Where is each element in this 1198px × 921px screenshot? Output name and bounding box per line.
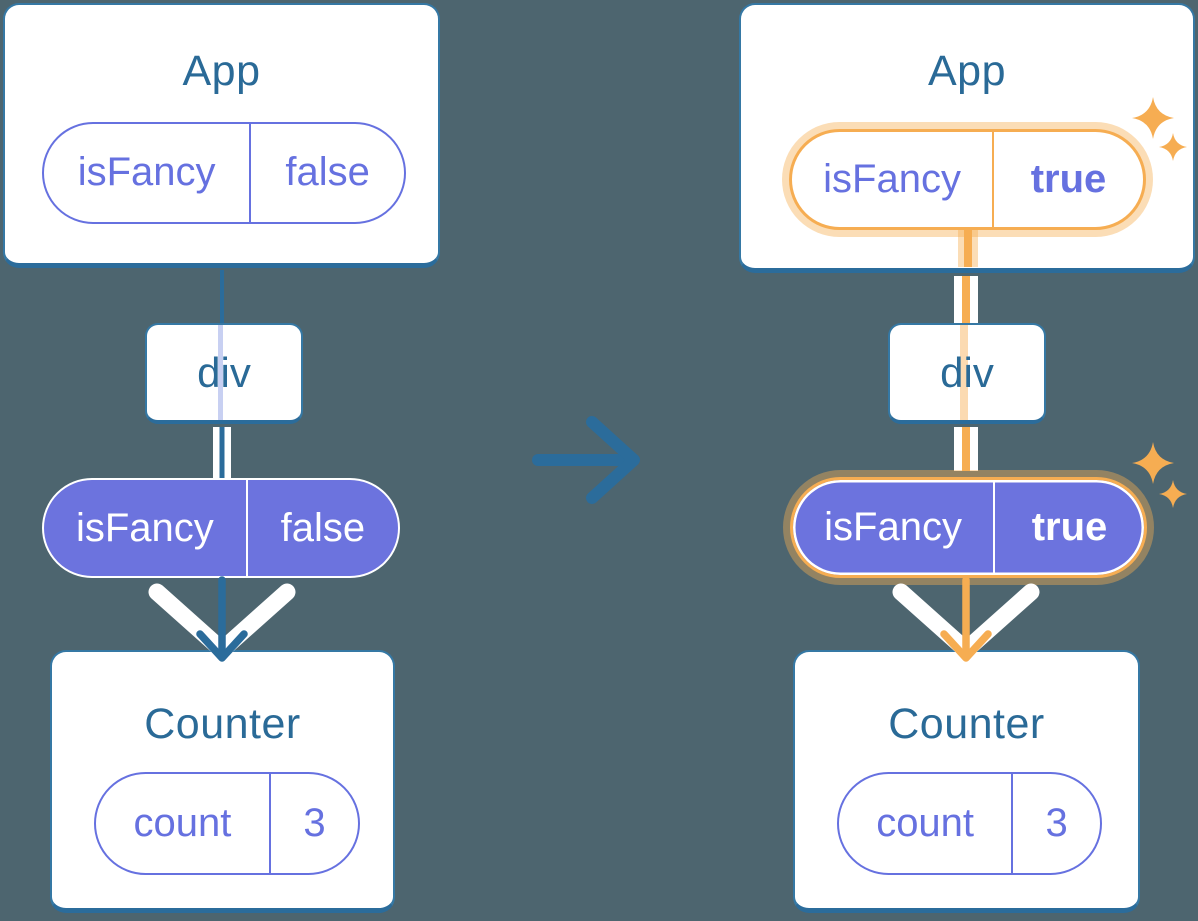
left-app-prop-pill: isFancy false [42, 121, 406, 224]
left-app-card: App isFancy false [3, 3, 440, 268]
left-counter-title: Counter [144, 700, 301, 748]
right-state-flow-stripe [958, 229, 978, 267]
prop-name-label: isFancy [75, 505, 214, 550]
prop-value-label: false [249, 123, 404, 222]
left-app-title: App [182, 47, 261, 95]
prop-value-label: true [993, 480, 1144, 575]
prop-value-label: false [245, 480, 398, 576]
left-counter-state-pill: count 3 [94, 772, 360, 875]
left-prop-flow-div-to-pill [213, 427, 231, 479]
right-prop-flow-div-to-pill [954, 427, 978, 471]
down-arrow-icon [940, 576, 992, 662]
right-app-prop-pill: isFancy true [789, 129, 1146, 230]
left-edge-app-to-div [220, 270, 224, 324]
left-div-label: div [197, 348, 251, 396]
right-app-title: App [927, 47, 1006, 95]
right-prop-flow-stripe [960, 325, 968, 420]
state-value-label: 3 [268, 774, 358, 873]
left-passed-prop-pill: isFancy false [42, 478, 400, 578]
right-app-card: App isFancy true [739, 3, 1195, 273]
right-div-box: div [888, 323, 1046, 424]
prop-name-label: isFancy [824, 505, 962, 549]
right-div-label: div [940, 348, 994, 396]
prop-name-label: isFancy [77, 150, 216, 194]
prop-name-label: isFancy [823, 157, 961, 201]
right-counter-state-pill: count 3 [837, 772, 1102, 875]
right-passed-prop-pill: isFancy true [790, 477, 1147, 578]
state-name-label: count [133, 801, 232, 845]
down-arrow-icon [196, 576, 248, 662]
transition-arrow-icon [532, 416, 640, 504]
state-name-label: count [876, 801, 975, 845]
left-counter-card: Counter count 3 [50, 650, 395, 913]
sparkles-icon [1132, 442, 1187, 508]
left-div-box: div [145, 323, 303, 424]
left-prop-flow-stripe [218, 325, 223, 420]
prop-value-label: true [992, 132, 1143, 227]
sparkles-icon [1132, 97, 1187, 161]
right-counter-title: Counter [888, 700, 1045, 748]
right-counter-card: Counter count 3 [793, 650, 1140, 913]
state-value-label: 3 [1011, 774, 1100, 873]
right-prop-flow-app-to-div [954, 276, 978, 324]
